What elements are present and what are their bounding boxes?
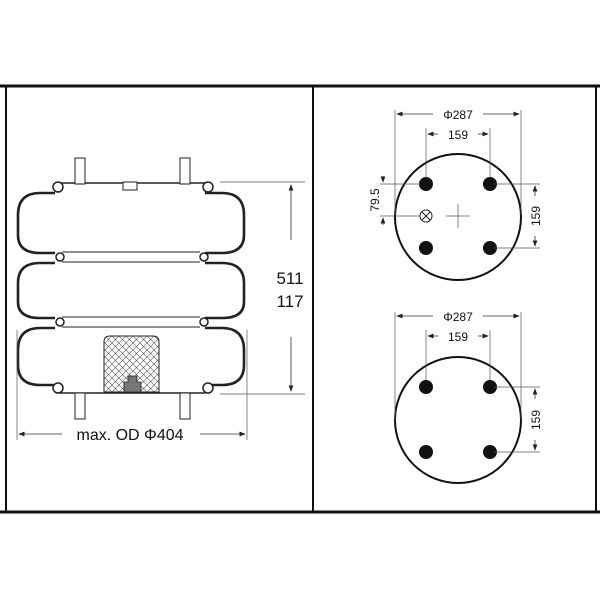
bellows-side-view: 511 117 max. OD Φ404 <box>16 157 305 444</box>
mounting-stud <box>74 157 86 185</box>
center-mark <box>446 204 470 228</box>
top-vertical-spacing: 159 <box>529 206 543 226</box>
top-hole-spacing: 159 <box>448 128 468 142</box>
top-plate-view: Φ287 159 159 79.5 <box>368 108 543 281</box>
mounting-stud <box>179 392 191 420</box>
mounting-stud <box>74 392 86 420</box>
air-fitting-icon <box>419 209 433 223</box>
bolt-hole <box>419 380 433 394</box>
bolt-hole <box>419 241 433 255</box>
bolt-hole <box>483 445 497 459</box>
drawing-frame <box>0 84 600 514</box>
offset-dimension: 79.5 <box>368 188 382 212</box>
air-inlet <box>122 181 138 191</box>
bumper <box>103 335 160 393</box>
bolt-hole <box>483 241 497 255</box>
min-height-dimension: 117 <box>276 292 303 311</box>
bottom-plate-view: Φ287 159 159 <box>394 310 543 484</box>
outer-diameter-dimension: max. OD Φ404 <box>76 427 183 444</box>
bottom-diameter-dimension: Φ287 <box>443 310 473 324</box>
bolt-hole <box>419 177 433 191</box>
height-dimension: 511 <box>276 269 303 288</box>
bolt-hole <box>483 177 497 191</box>
top-diameter-dimension: Φ287 <box>443 108 473 122</box>
bottom-hole-spacing: 159 <box>448 330 468 344</box>
bolt-hole <box>483 380 497 394</box>
bottom-vertical-spacing: 159 <box>529 410 543 430</box>
mounting-stud <box>179 157 191 185</box>
bolt-hole <box>419 445 433 459</box>
